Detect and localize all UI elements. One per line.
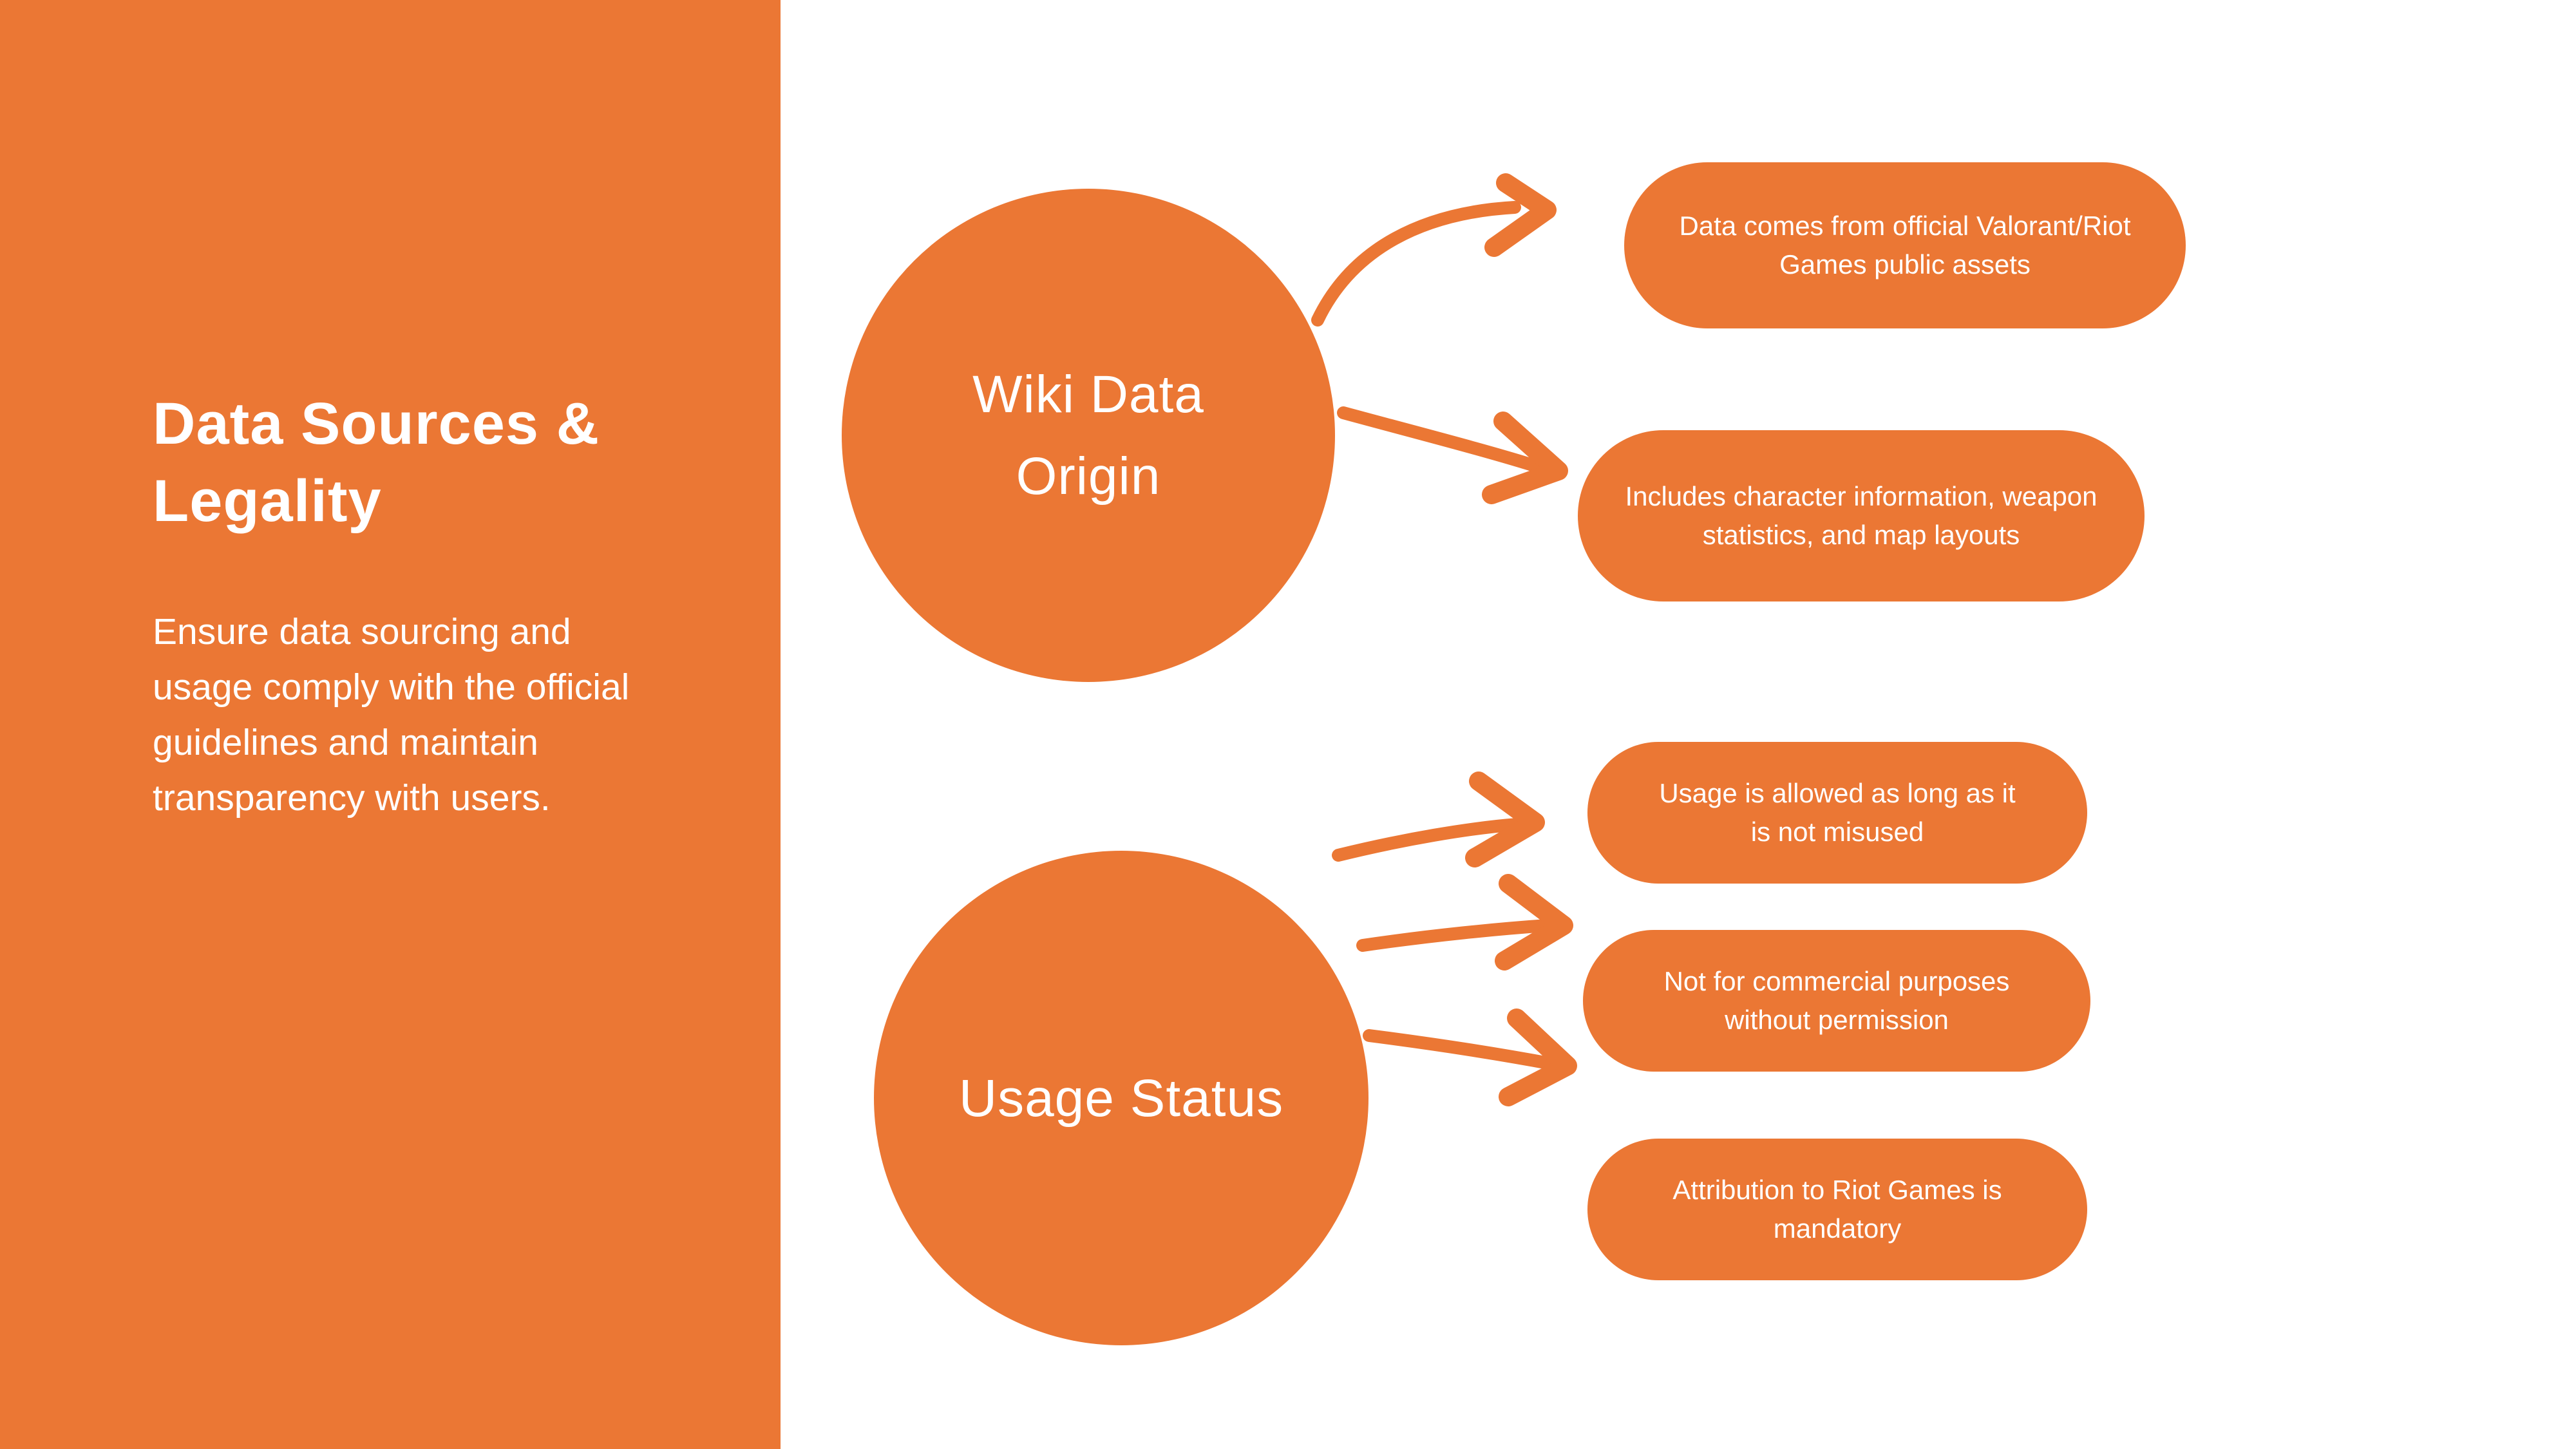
node-wiki-data-origin: Wiki Data Origin [842, 189, 1335, 682]
arrow-usage-to-attribution [1363, 1009, 1577, 1106]
node-label-line: Usage Status [958, 1068, 1284, 1128]
page-title: Data Sources & Legality [153, 385, 745, 540]
description-line-2: usage comply with the official [153, 667, 630, 708]
description-line-4: transparency with users. [153, 777, 551, 819]
pill-included-content: Includes character information, weapon s… [1578, 430, 2145, 601]
node-usage-status: Usage Status [874, 851, 1368, 1345]
node-label-line: Origin [1016, 447, 1161, 506]
page-description: Ensure data sourcing and usage comply wi… [153, 604, 758, 826]
description-line-1: Ensure data sourcing and [153, 611, 571, 652]
arrow-wiki-to-official-assets [1311, 173, 1557, 327]
page-title-line-1: Data Sources & [153, 391, 600, 457]
sidebar-panel: Data Sources & Legality Ensure data sour… [0, 0, 781, 1449]
pill-text-line: Not for commercial purposes [1663, 966, 2010, 996]
description-line-3: guidelines and maintain [153, 722, 538, 763]
pill-text-line: mandatory [1773, 1213, 1902, 1244]
pill-text-line: Usage is allowed as long as it [1659, 778, 2016, 808]
page-title-line-2: Legality [153, 468, 382, 534]
pill-official-assets: Data comes from official Valorant/Riot G… [1624, 162, 2186, 328]
pill-text-line: statistics, and map layouts [1702, 520, 2020, 550]
pill-text-line: Includes character information, weapon [1625, 481, 2098, 511]
node-label-line: Wiki Data [972, 365, 1204, 424]
pill-text-line: Games public assets [1779, 249, 2031, 279]
pill-text-line: Attribution to Riot Games is [1672, 1175, 2002, 1205]
pill-usage-allowed: Usage is allowed as long as it is not mi… [1587, 742, 2087, 884]
pill-text-line: is not misused [1750, 817, 1924, 847]
arrow-usage-to-non-commercial [1356, 874, 1573, 971]
pill-non-commercial: Not for commercial purposes without perm… [1583, 930, 2090, 1072]
pill-text-line: Data comes from official Valorant/Riot [1679, 211, 2131, 241]
arrow-usage-to-usage-allowed [1332, 772, 1545, 867]
pill-text-line: without permission [1725, 1005, 1949, 1035]
pill-attribution: Attribution to Riot Games is mandatory [1587, 1139, 2087, 1280]
arrow-wiki-to-included-content [1337, 406, 1568, 504]
